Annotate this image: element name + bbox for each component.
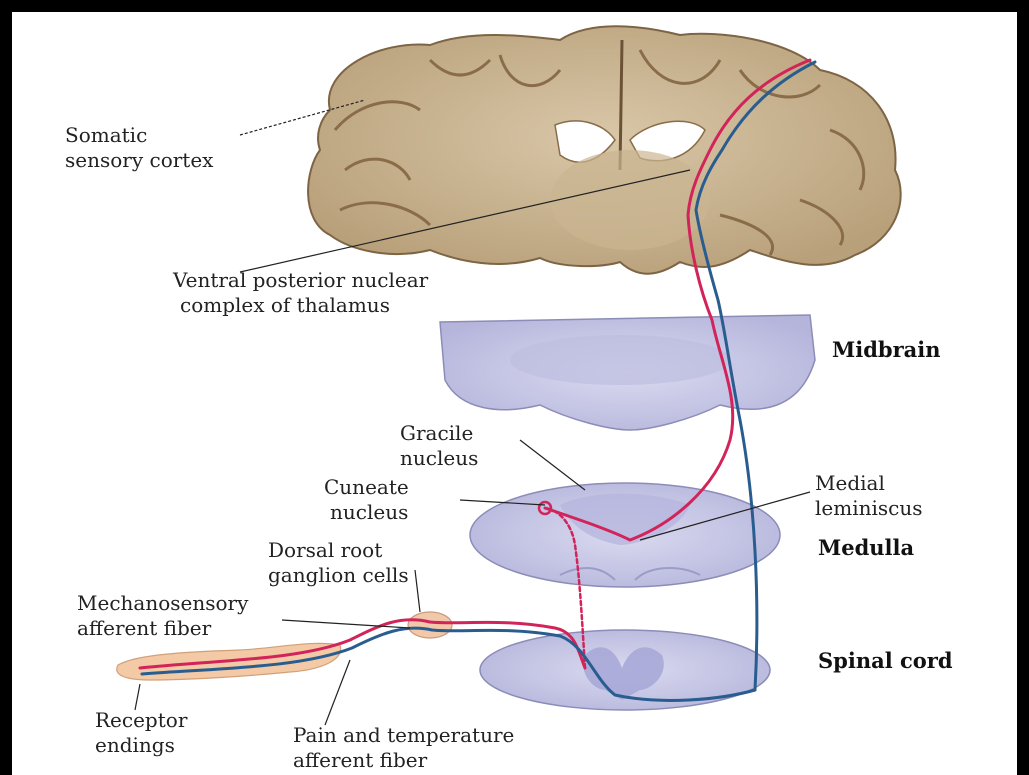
label-cuneate-nucleus: Cuneate nucleus <box>324 475 415 524</box>
label-dorsal-root-ganglion: Dorsal root ganglion cells <box>268 538 409 587</box>
label-receptor-endings: Receptor endings <box>95 708 194 757</box>
level-midbrain: Midbrain <box>832 337 941 362</box>
medulla-section <box>470 483 780 587</box>
label-thalamus: Ventral posterior nuclear complex of tha… <box>172 268 435 317</box>
label-gracile-nucleus: Gracile nucleus <box>400 421 480 470</box>
level-medulla: Medulla <box>818 535 915 560</box>
label-medial-lemniscus: Medial leminiscus <box>815 471 922 520</box>
level-spinal-cord: Spinal cord <box>818 648 953 673</box>
label-mechanosensory-fiber: Mechanosensory afferent fiber <box>77 591 255 640</box>
label-pain-temperature-fiber: Pain and temperature afferent fiber <box>293 723 521 772</box>
label-somatic-cortex: Somatic sensory cortex <box>65 123 214 172</box>
dorsal-root-ganglion <box>408 612 452 638</box>
midbrain-section <box>440 315 815 430</box>
